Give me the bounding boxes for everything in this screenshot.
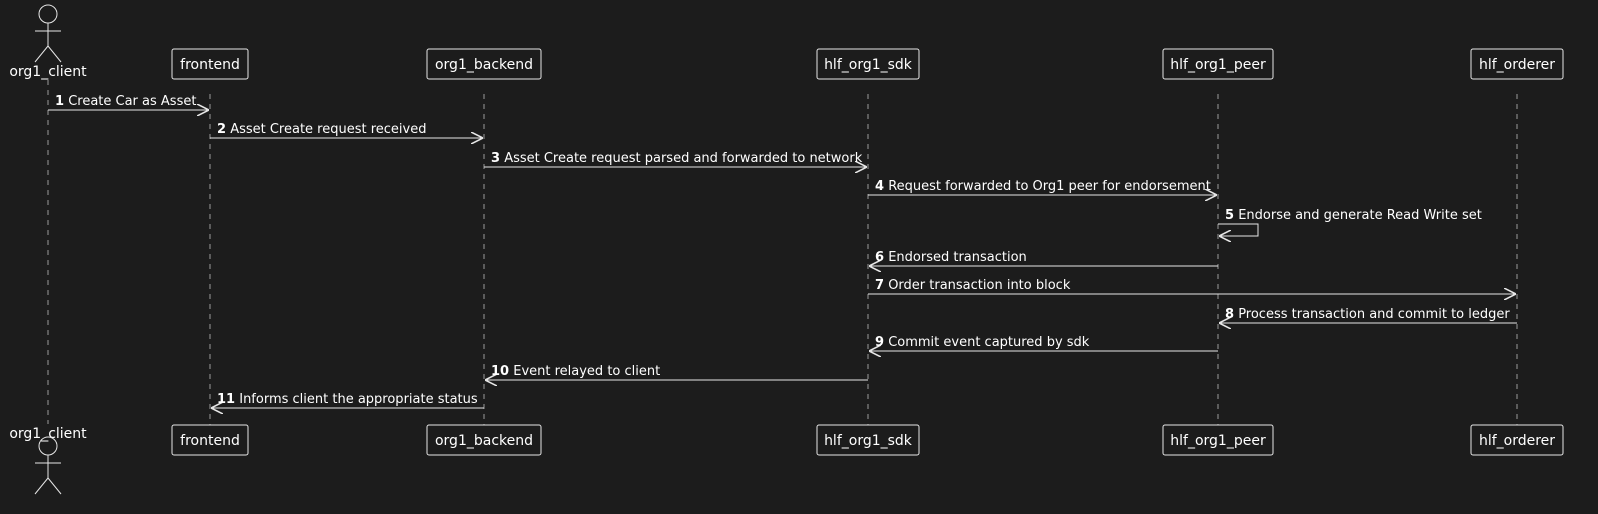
participant-label-top-hlf_org1_peer: hlf_org1_peer [1170, 57, 1266, 73]
message-8-label: 8 Process transaction and commit to ledg… [1225, 307, 1510, 322]
actor-top-org1_client-leg-left [34, 45, 49, 63]
message-5-number: 5 [1225, 208, 1234, 223]
message-6-text: Endorsed transaction [888, 250, 1027, 265]
message-10-number: 10 [491, 364, 509, 379]
participant-box-bottom-org1_backend [426, 424, 542, 456]
message-5-text: Endorse and generate Read Write set [1238, 208, 1482, 223]
participant-label-top-org1_client: org1_client [9, 64, 87, 80]
participant-box-bottom-hlf_org1_sdk [816, 424, 920, 456]
participant-box-bottom-hlf_orderer [1470, 424, 1564, 456]
message-3-number: 3 [491, 151, 500, 166]
participant-box-top-hlf_org1_sdk [816, 48, 920, 80]
participant-box-top-hlf_org1_peer [1162, 48, 1274, 80]
message-9-number: 9 [875, 335, 884, 350]
actor-bottom-org1_client-leg-right [47, 477, 62, 495]
participant-label-bottom-org1_client: org1_client [9, 426, 87, 442]
message-6-number: 6 [875, 250, 884, 265]
participant-label-bottom-hlf_org1_sdk: hlf_org1_sdk [824, 433, 913, 449]
message-1-text: Create Car as Asset [68, 94, 196, 109]
message-1-number: 1 [55, 94, 64, 109]
message-5-self-arrow [1218, 223, 1259, 236]
message-7-text: Order transaction into block [888, 278, 1071, 293]
message-2-label: 2 Asset Create request received [217, 122, 427, 137]
message-8-number: 8 [1225, 307, 1234, 322]
message-1-label: 1 Create Car as Asset [55, 94, 196, 109]
message-8-text: Process transaction and commit to ledger [1238, 307, 1510, 322]
message-10-label: 10 Event relayed to client [491, 364, 660, 379]
message-3-text: Asset Create request parsed and forwarde… [504, 151, 863, 166]
message-3-label: 3 Asset Create request parsed and forwar… [491, 151, 863, 166]
message-7-label: 7 Order transaction into block [875, 278, 1071, 293]
participant-box-top-frontend [171, 48, 249, 80]
message-10-text: Event relayed to client [513, 364, 660, 379]
message-4-label: 4 Request forwarded to Org1 peer for end… [875, 179, 1211, 194]
actor-bottom-org1_client-leg-left [34, 477, 49, 495]
participant-box-bottom-hlf_org1_peer [1162, 424, 1274, 456]
message-4-text: Request forwarded to Org1 peer for endor… [888, 179, 1211, 194]
message-2-number: 2 [217, 122, 226, 137]
message-2-text: Asset Create request received [230, 122, 426, 137]
actor-top-org1_client-leg-right [47, 45, 62, 63]
participant-box-top-org1_backend [426, 48, 542, 80]
actor-top-org1_client-head [38, 4, 58, 24]
message-9-label: 9 Commit event captured by sdk [875, 335, 1090, 350]
message-6-label: 6 Endorsed transaction [875, 250, 1027, 265]
message-4-number: 4 [875, 179, 884, 194]
participant-label-bottom-frontend: frontend [180, 433, 240, 449]
participant-label-top-hlf_orderer: hlf_orderer [1479, 57, 1555, 73]
message-7-number: 7 [875, 278, 884, 293]
participant-box-top-hlf_orderer [1470, 48, 1564, 80]
message-11-label: 11 Informs client the appropriate status [217, 392, 478, 407]
participant-label-bottom-org1_backend: org1_backend [435, 433, 533, 449]
participant-label-bottom-hlf_org1_peer: hlf_org1_peer [1170, 433, 1266, 449]
message-11-text: Informs client the appropriate status [239, 392, 478, 407]
participant-label-bottom-hlf_orderer: hlf_orderer [1479, 433, 1555, 449]
participant-label-top-frontend: frontend [180, 57, 240, 73]
participant-label-top-hlf_org1_sdk: hlf_org1_sdk [824, 57, 913, 73]
message-11-number: 11 [217, 392, 235, 407]
message-9-text: Commit event captured by sdk [888, 335, 1090, 350]
message-5-label: 5 Endorse and generate Read Write set [1225, 208, 1482, 223]
participant-box-bottom-frontend [171, 424, 249, 456]
participant-label-top-org1_backend: org1_backend [435, 57, 533, 73]
